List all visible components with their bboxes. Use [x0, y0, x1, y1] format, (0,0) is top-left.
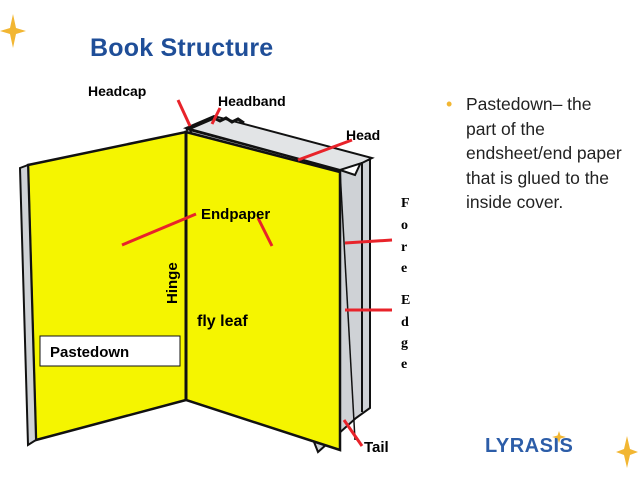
fore-edge-letter: E: [401, 293, 410, 308]
headband-pointer: [210, 107, 222, 125]
label-head: Head: [346, 127, 380, 143]
label-headband: Headband: [218, 93, 286, 109]
bullet-text: Pastedown– the part of the endsheet/end …: [466, 94, 622, 212]
fore-edge-letter: r: [401, 240, 407, 255]
label-fore-edge: F o r e E d g e: [401, 196, 410, 372]
sparkle-top-left-icon: [0, 14, 26, 48]
headcap-pointer: [176, 99, 192, 127]
logo-text: LYRASIS: [485, 435, 574, 457]
label-hinge: Hinge: [164, 262, 181, 304]
fore-edge-letter: o: [401, 218, 408, 233]
endpaper-pointer-left: [121, 212, 197, 247]
lyrasis-logo: LYRASIS: [485, 431, 605, 461]
label-endpaper: Endpaper: [201, 206, 270, 223]
book-top-cover-edge: [182, 114, 375, 172]
slide-title: Book Structure: [90, 34, 274, 62]
fly-leaf-page: [184, 130, 342, 452]
fore-edge-pointer-top: [344, 238, 393, 245]
label-headcap: Headcap: [88, 83, 146, 99]
head-pointer: [297, 138, 353, 162]
label-pastedown: Pastedown: [50, 344, 129, 361]
label-fly-leaf: fly leaf: [197, 313, 248, 330]
spark-icon: [552, 431, 566, 443]
sparkle-bottom-right-icon: [616, 436, 638, 468]
bullet-dot-icon: •: [446, 94, 453, 114]
label-tail: Tail: [364, 439, 389, 456]
fore-edge-letter: d: [401, 315, 409, 330]
fore-edge-letter: F: [401, 196, 410, 211]
pastedown-page: [26, 130, 188, 442]
tail-pointer: [342, 419, 364, 447]
endpaper-pointer-right: [256, 217, 274, 247]
front-cover-edge: [18, 163, 38, 447]
fore-edge-letter: g: [401, 336, 408, 351]
fore-edge-letter: e: [401, 261, 407, 276]
fore-edge-letter: e: [401, 357, 407, 372]
pastedown-label-box: [39, 335, 181, 367]
